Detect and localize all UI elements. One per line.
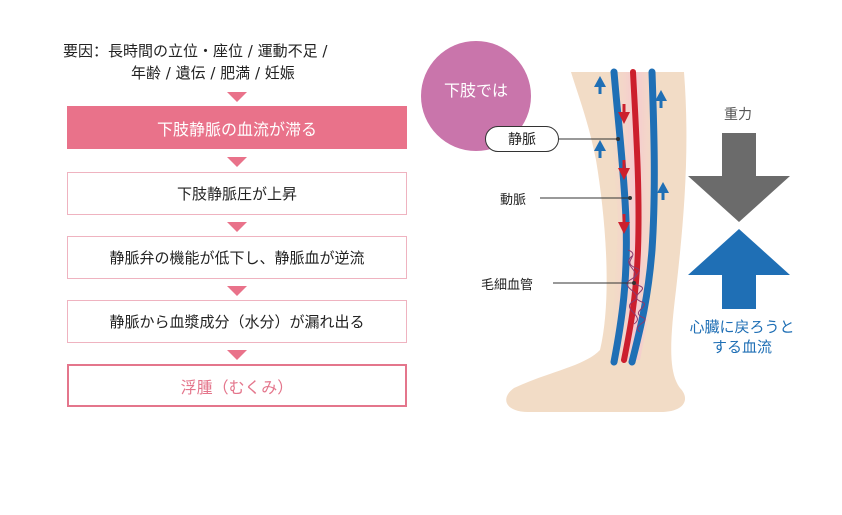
flow-arrow	[227, 92, 247, 102]
vein-left	[610, 68, 630, 366]
flow-step-result: 浮腫（むくみ）	[67, 364, 407, 407]
flow-step-1: 下肢静脈の血流が滞る	[67, 106, 407, 149]
capillary-network	[626, 249, 646, 333]
capillary-leader-dot	[632, 281, 636, 285]
artery-leader-dot	[628, 196, 632, 200]
causes-line-1: 要因：長時間の立位・座位 / 運動不足 /	[63, 42, 328, 60]
flow-arrow	[227, 350, 247, 360]
vein-arrow-up	[594, 140, 606, 158]
artery-arrow-down	[618, 214, 630, 234]
gravity-label: 重力	[724, 107, 752, 123]
flow-arrow	[227, 157, 247, 167]
return-flow-label-line-2: する血流	[711, 338, 772, 356]
vein-arrow-up	[657, 182, 669, 200]
return-flow-label-line-1: 心臓に戻ろうと	[689, 318, 795, 336]
flow-step-4: 静脈から血漿成分（水分）が漏れ出る	[67, 300, 407, 343]
flow-step-2: 下肢静脈圧が上昇	[67, 172, 407, 215]
vein-right	[628, 68, 658, 366]
capillary-label: 毛細血管	[481, 278, 534, 293]
artery-arrow-down	[618, 104, 630, 124]
vein-arrow-up	[594, 76, 606, 94]
return-flow-label: 心臓に戻ろうと する血流	[682, 317, 802, 357]
causes-line-2: 年齢 / 遺伝 / 肥満 / 妊娠	[131, 64, 295, 82]
return-flow-arrow	[688, 229, 790, 309]
vein-label: 静脈	[485, 126, 559, 152]
flow-arrow	[227, 286, 247, 296]
flow-step-3: 静脈弁の機能が低下し、静脈血が逆流	[67, 236, 407, 279]
vein-leader-dot	[616, 137, 620, 141]
gravity-arrow	[688, 133, 790, 222]
flow-arrow	[227, 222, 247, 232]
causes-text: 要因：長時間の立位・座位 / 運動不足 / 年齢 / 遺伝 / 肥満 / 妊娠	[63, 40, 408, 84]
artery-label: 動脈	[500, 193, 527, 208]
artery	[621, 69, 642, 363]
artery-arrow-down	[618, 160, 630, 180]
vein-arrow-up	[655, 90, 667, 108]
